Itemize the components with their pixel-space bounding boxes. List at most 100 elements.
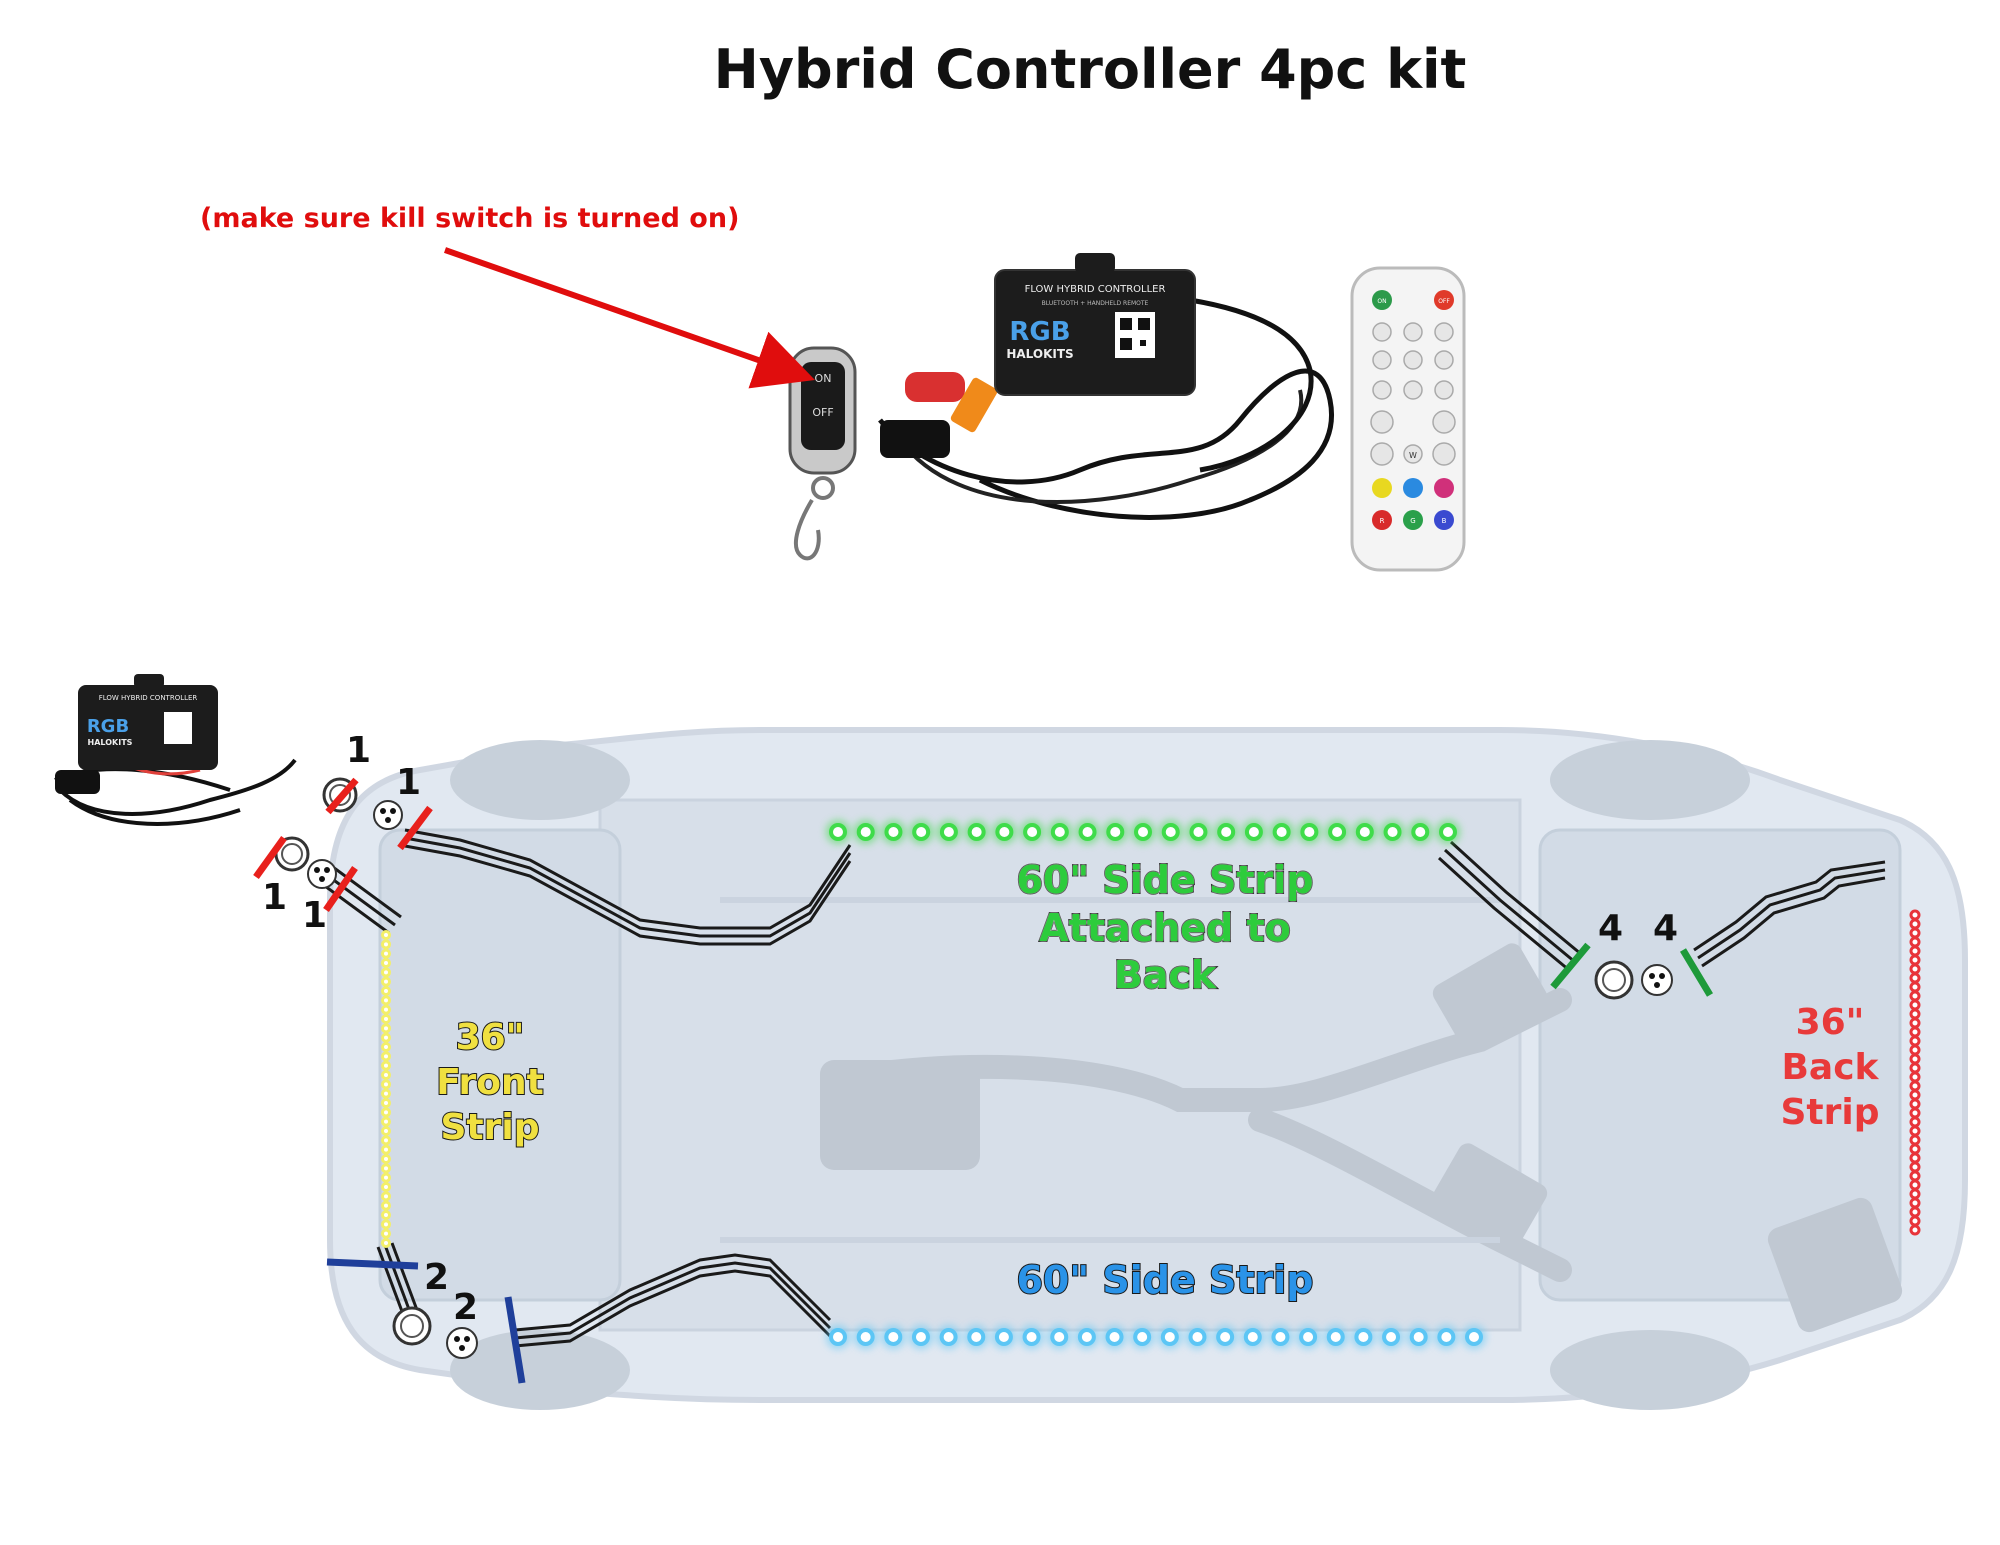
led-dot-green	[1161, 823, 1180, 841]
cables	[313, 828, 1886, 1348]
led-dot-blue	[1022, 1328, 1041, 1346]
led-dot-green	[1300, 823, 1319, 841]
label-side-strip-back-line1: 60" Side Strip	[1015, 857, 1314, 903]
label-front-strip: 36" Front Strip	[410, 1015, 570, 1150]
connector-female-2a	[392, 1306, 432, 1346]
led-dot-red	[1909, 1089, 1921, 1101]
connector-male-2b	[446, 1327, 478, 1359]
led-dot-red	[1909, 1116, 1921, 1128]
small-controller-rgb: RGB	[87, 716, 129, 737]
controller-name: FLOW HYBRID CONTROLLER	[1025, 284, 1166, 295]
label-front-strip-line2: Front	[435, 1061, 545, 1104]
led-dot-red	[1909, 1125, 1921, 1137]
led-dot-blue	[1216, 1328, 1235, 1346]
connector-male-1d	[307, 859, 337, 889]
controller-box-small: FLOW HYBRID CONTROLLER RGB HALOKITS	[54, 674, 297, 826]
mark-1c	[253, 835, 287, 880]
led-dot-blue	[1271, 1328, 1290, 1346]
led-dot-yellow	[381, 1210, 391, 1220]
controller-brand: HALOKITS	[1006, 347, 1073, 361]
led-dot-blue	[1160, 1328, 1179, 1346]
led-dot-red	[1909, 999, 1921, 1011]
led-dot-yellow	[381, 1070, 391, 1080]
led-dot-yellow	[381, 1051, 391, 1062]
label-back-strip: 36" Back Strip	[1750, 1000, 1910, 1135]
led-dot-green	[1134, 823, 1152, 841]
led-dot-blue	[911, 1328, 930, 1346]
led-dot-red	[1909, 1044, 1921, 1056]
led-dot-red	[1909, 1188, 1921, 1200]
led-dot-yellow	[381, 1182, 391, 1192]
led-dot-yellow	[381, 948, 391, 959]
mark-2a	[326, 1258, 419, 1270]
led-dot-yellow	[381, 1032, 391, 1043]
led-dot-blue	[829, 1328, 847, 1346]
label-side-strip-line1: 60" Side Strip	[1015, 1257, 1314, 1303]
led-dot-green	[1328, 823, 1347, 841]
led-dot-red	[1909, 927, 1921, 939]
led-dot-green	[1244, 823, 1263, 841]
led-dot-blue	[1050, 1328, 1069, 1346]
led-dot-green	[1217, 823, 1236, 841]
led-dot-green	[1078, 823, 1097, 841]
mark-2b	[504, 1296, 526, 1384]
led-dot-red	[1909, 1134, 1921, 1146]
led-dot-yellow	[381, 930, 391, 940]
led-dot-red	[1909, 936, 1921, 948]
led-dot-yellow	[381, 1154, 391, 1164]
led-dot-red	[1909, 1098, 1921, 1110]
led-dot-yellow	[381, 1200, 391, 1211]
label-back-strip-line3: Strip	[1780, 1092, 1880, 1133]
led-dot-red	[1909, 1179, 1921, 1191]
led-dot-blue	[1409, 1328, 1428, 1346]
led-dot-red	[1909, 954, 1921, 966]
led-dot-red	[1909, 1071, 1921, 1083]
led-dot-blue	[1133, 1328, 1152, 1346]
led-dot-yellow	[381, 1023, 391, 1034]
led-dot-yellow	[381, 1228, 391, 1239]
led-dot-red	[1909, 1143, 1921, 1155]
label-side-strip-back-line2: Attached to	[1038, 905, 1291, 951]
led-dot-yellow	[381, 976, 391, 987]
led-dot-yellow	[381, 1172, 391, 1183]
connector-number-4b: 4	[1653, 908, 1679, 949]
led-dot-yellow	[381, 1042, 391, 1052]
kill-switch-note: (make sure kill switch is turned on)	[200, 203, 740, 234]
mark-1d	[323, 866, 358, 912]
led-dot-red	[1909, 1008, 1921, 1020]
small-controller-brand: HALOKITS	[88, 738, 133, 747]
led-dot-blue	[994, 1328, 1013, 1346]
led-dot-blue	[1465, 1328, 1483, 1346]
led-dot-green	[1023, 823, 1042, 841]
led-dot-yellow	[381, 1004, 391, 1015]
connector-number-4a: 4	[1598, 908, 1624, 949]
led-dot-blue	[856, 1328, 875, 1346]
led-dot-red	[1909, 1026, 1921, 1038]
led-dot-red	[1909, 945, 1921, 957]
remote-off: OFF	[1438, 298, 1450, 305]
led-dot-green	[1383, 823, 1402, 841]
led-dot-yellow	[381, 939, 391, 950]
led-dot-blue	[1326, 1328, 1345, 1346]
label-back-strip-line2: Back	[1781, 1047, 1879, 1088]
connector-male-4b	[1641, 964, 1673, 996]
label-side-strip-back: 60" Side Strip Attached to Back	[950, 857, 1380, 1000]
led-dot-green	[1355, 823, 1374, 841]
led-dot-yellow	[381, 1060, 391, 1071]
led-dot-red	[1909, 1224, 1921, 1236]
led-dot-yellow	[381, 1126, 391, 1136]
led-dot-blue	[939, 1328, 958, 1346]
led-dot-red	[1909, 1107, 1921, 1119]
led-dot-blue	[1382, 1328, 1401, 1346]
led-dot-red	[1909, 972, 1921, 984]
led-dot-blue	[1354, 1328, 1373, 1346]
kill-switch-arrow	[444, 247, 815, 389]
connector-number-1d: 1	[302, 895, 328, 936]
led-dot-yellow	[381, 1191, 391, 1202]
led-dot-green	[1272, 823, 1291, 841]
led-dot-red	[1909, 981, 1921, 993]
remote-on: ON	[1377, 298, 1386, 305]
controller-sub: BLUETOOTH + HANDHELD REMOTE	[1042, 300, 1149, 307]
connector-number-2b: 2	[453, 1287, 479, 1328]
label-side-strip-back-line3: Back	[1113, 952, 1217, 998]
